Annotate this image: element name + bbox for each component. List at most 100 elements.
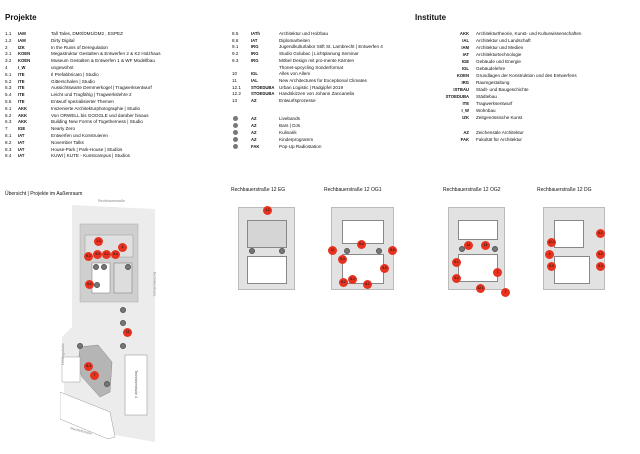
project-number: 8.5: [232, 31, 239, 36]
institute-code: IGE: [18, 126, 26, 132]
map-marker[interactable]: 6.2: [85, 280, 94, 289]
street-label: Lessingstraße: [60, 343, 65, 365]
institute-code: IGE: [461, 59, 469, 64]
event-marker[interactable]: [101, 264, 107, 270]
project-number: 1.2: [5, 37, 12, 43]
event-marker[interactable]: [120, 307, 126, 313]
map-marker[interactable]: 2: [118, 243, 127, 252]
map-marker[interactable]: 5.4: [111, 250, 120, 259]
institute-code: STOEDUBA: [251, 91, 275, 97]
plan-marker[interactable]: 8.2: [348, 275, 357, 284]
event-dot-icon: [233, 123, 238, 128]
institute-code: ITE: [18, 99, 25, 104]
project-title: Il Prefabbricato | Studio: [51, 71, 99, 77]
event-marker[interactable]: [279, 248, 285, 254]
project-number: 8.3: [5, 146, 12, 152]
institute-code: IAT: [251, 37, 258, 43]
event-marker[interactable]: [492, 246, 498, 252]
project-title: Architektur und Medien: [476, 45, 524, 50]
map-marker[interactable]: 5.3: [93, 250, 102, 259]
event-marker[interactable]: [249, 248, 255, 254]
plan-marker[interactable]: 12.2: [547, 238, 556, 247]
plan-marker[interactable]: 3.2: [452, 274, 461, 283]
project-title: Raumgestaltung: [476, 80, 510, 85]
plan-marker[interactable]: 13: [481, 241, 490, 250]
event-marker[interactable]: [120, 320, 126, 326]
plan-marker[interactable]: 1.2: [263, 206, 272, 215]
project-title: Zeichensäle Architektur: [476, 130, 524, 135]
project-title: Entwurf spezialisierter Themen: [51, 99, 114, 104]
map-marker[interactable]: 6.1: [84, 252, 93, 261]
plan-marker[interactable]: 7: [493, 268, 502, 277]
project-title: Leicht und Tragfähig | Tragwerkslehre 2: [51, 92, 132, 98]
plan-marker[interactable]: 11: [328, 246, 337, 255]
project-number: 8.4: [5, 153, 12, 159]
map-marker[interactable]: 1.1: [94, 237, 103, 246]
institute-code: IAT: [462, 52, 469, 57]
event-dot-icon: [233, 137, 238, 142]
plan-caption: Rechbauerstraße 12 OG2: [443, 187, 501, 193]
project-number: 5.1: [5, 71, 12, 77]
institute-code: KOEN: [18, 51, 31, 57]
plan-marker[interactable]: 5.1: [339, 278, 348, 287]
institute-code: AZ: [251, 137, 257, 142]
project-title: Handskizzen von Johann Zancanella: [279, 91, 355, 97]
institute-code: AKK: [18, 112, 28, 118]
institute-code: ITE: [462, 101, 469, 106]
plan-marker[interactable]: 7: [501, 288, 510, 297]
map-marker[interactable]: 3.1: [102, 250, 111, 259]
institute-code: IGL: [251, 71, 258, 77]
project-title: Grundlagen der Konstruktion und des Entw…: [476, 73, 577, 78]
event-marker[interactable]: [376, 248, 382, 254]
project-title: Zeitgenössische Kunst: [476, 115, 523, 120]
plan-marker[interactable]: 12.1: [476, 284, 485, 293]
event-marker[interactable]: [104, 381, 110, 387]
plan-marker[interactable]: 12: [464, 241, 473, 250]
project-number: 5.2: [5, 78, 12, 84]
event-marker[interactable]: [459, 246, 465, 252]
event-marker[interactable]: [77, 343, 83, 349]
plan-marker[interactable]: 8.3: [338, 255, 347, 264]
map-marker[interactable]: 7: [90, 371, 99, 380]
project-number: 4: [5, 65, 8, 70]
project-title: Studio Golubac | Lichtplanung Seminar: [279, 51, 359, 57]
event-marker[interactable]: [344, 248, 350, 254]
project-title: Kinderprogramm: [279, 137, 314, 142]
event-marker[interactable]: [125, 264, 131, 270]
institute-code: IZK: [462, 115, 469, 120]
plan-marker[interactable]: 9.3: [596, 262, 605, 271]
plan-marker[interactable]: 8.4: [357, 240, 366, 249]
project-title: Architekturtechnologie: [476, 52, 522, 57]
institute-code: IZK: [18, 44, 25, 50]
plan-caption: Rechbauerstraße 12 OG1: [324, 187, 382, 193]
project-number: 9.3: [232, 57, 239, 63]
floor-plan-og1: 8.4 11 8.3 8.6 5.5 8.2 5.1 8.1: [328, 207, 397, 290]
map-marker[interactable]: 8.4: [84, 362, 93, 371]
project-title: Bars | DJs: [279, 123, 301, 128]
institute-code: FAK: [460, 137, 469, 142]
plan-marker[interactable]: 8.6: [388, 246, 397, 255]
plan-marker[interactable]: 8.1: [363, 280, 372, 289]
institute-code: ITE: [18, 85, 25, 91]
plan-marker[interactable]: 6.3: [547, 262, 556, 271]
street-label: Technikerstraße: [152, 271, 157, 297]
institute-code: IGL: [462, 66, 469, 71]
plan-marker[interactable]: 5.2: [596, 250, 605, 259]
institute-code: AKK: [18, 119, 28, 125]
event-marker[interactable]: [93, 264, 99, 270]
map-caption: Übersicht | Projekte im Außenraum: [5, 191, 83, 197]
project-number: 8.1: [5, 133, 12, 138]
institute-code: IAT: [18, 153, 25, 159]
project-number: 8.6: [232, 37, 239, 43]
plan-marker[interactable]: 5.5: [380, 264, 389, 273]
institute-code: IAT: [18, 139, 25, 145]
event-marker[interactable]: [120, 343, 126, 349]
project-number: 6.2: [5, 112, 12, 118]
plan-marker[interactable]: 9.1: [452, 258, 461, 267]
project-title: Nearly Zero: [51, 126, 75, 132]
plan-marker[interactable]: 6.1: [596, 229, 605, 238]
institute-code: IATh: [251, 31, 260, 36]
map-marker[interactable]: 13: [123, 328, 132, 337]
plan-marker[interactable]: 4: [545, 250, 554, 259]
event-marker[interactable]: [94, 282, 100, 288]
